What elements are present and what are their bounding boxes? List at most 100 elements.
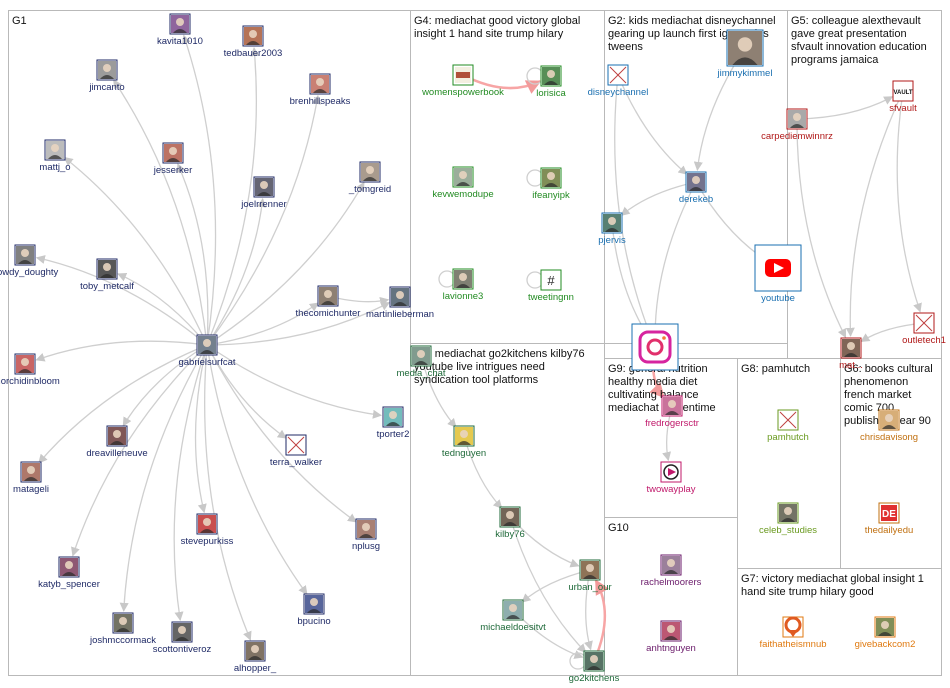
node-youtube[interactable]: youtube xyxy=(754,244,802,304)
node-gabrielsurfcat[interactable]: gabrielsurfcat xyxy=(178,334,236,368)
node-dreavilleneuve[interactable]: dreavilleneuve xyxy=(86,425,148,459)
avatar-photo-glyph xyxy=(386,422,400,426)
node-label: anhtnguyen xyxy=(646,643,696,654)
avatar-photo-glyph xyxy=(203,339,211,347)
group-title-line: programs jamaica xyxy=(791,54,879,66)
node-stevepurkiss[interactable]: stevepurkiss xyxy=(181,513,234,547)
avatar-photo-glyph xyxy=(62,572,76,576)
node-thecomichunter[interactable]: thecomichunter xyxy=(296,285,361,319)
group-panel-g7 xyxy=(737,568,942,676)
node-faithatheismnub[interactable]: faithatheismnub xyxy=(759,616,827,650)
node-twowayplay[interactable]: twowayplay xyxy=(646,461,696,495)
node-derekeb[interactable]: derekeb xyxy=(679,171,713,205)
node-tedbauer2003[interactable]: tedbauer2003 xyxy=(224,25,283,59)
node-tporter2[interactable]: tporter2 xyxy=(377,406,410,440)
group-title-g8: G8: pamhutch xyxy=(741,363,810,375)
avatar-de-glyph xyxy=(881,505,897,521)
node-kavita1010[interactable]: kavita1010 xyxy=(157,13,203,47)
node-carpediemwinnrz[interactable]: carpediemwinnrz xyxy=(761,108,833,142)
avatar-photo-glyph xyxy=(173,29,187,33)
avatar-photo-glyph xyxy=(178,626,186,634)
node-outletech1[interactable]: outletech1 xyxy=(902,312,946,346)
node-bpucino[interactable]: bpucino xyxy=(297,593,331,627)
node-chrisdavisong[interactable]: chrisdavisong xyxy=(860,409,918,443)
node-nplusg[interactable]: nplusg xyxy=(352,518,380,552)
node-kevwemodupe[interactable]: kevwemodupe xyxy=(432,166,494,200)
node-label: martinlieberman xyxy=(366,309,434,320)
node-label: nplusg xyxy=(352,541,380,552)
node-michaeldoesitvt[interactable]: michaeldoesitvt xyxy=(480,599,546,633)
node-media_chat[interactable]: media_chat xyxy=(396,345,446,379)
node-celeb_studies[interactable]: celeb_studies xyxy=(759,502,817,536)
group-title-line: G6: books cultural xyxy=(844,363,933,375)
node-mattj_o[interactable]: mattj_o xyxy=(39,139,71,173)
edge-gabrielsurfcat-dreavilleneuve xyxy=(122,344,208,427)
node-label: kavita1010 xyxy=(157,36,203,47)
edge-sfvault-outletech1 xyxy=(896,90,922,313)
node-rachelmoorers[interactable]: rachelmoorers xyxy=(641,554,702,588)
node-matageli[interactable]: matageli xyxy=(13,461,49,495)
avatar-photo-glyph xyxy=(103,64,111,72)
avatar-photo-glyph xyxy=(203,518,211,526)
edge-gabrielsurfcat-kavita1010 xyxy=(182,34,217,346)
group-panel-g10 xyxy=(604,517,738,676)
node-toby_metcalf[interactable]: toby_metcalf xyxy=(80,258,134,292)
edge-derekeb-instagram xyxy=(650,181,697,336)
node-katyb_spencer[interactable]: katyb_spencer xyxy=(38,556,100,590)
node-martinlieberman[interactable]: martinlieberman xyxy=(366,286,434,320)
node-jimcanto[interactable]: jimcanto xyxy=(88,59,125,93)
node-womenspowerbook[interactable]: womenspowerbook xyxy=(421,64,504,98)
node-brenhillspeaks[interactable]: brenhillspeaks xyxy=(290,73,351,107)
avatar-photo-glyph xyxy=(65,561,73,569)
node-lorisica[interactable]: lorisica xyxy=(536,65,566,99)
node-joshmccormack[interactable]: joshmccormack xyxy=(89,612,156,646)
node-anhtnguyen[interactable]: anhtnguyen xyxy=(646,620,696,654)
avatar-photo-glyph xyxy=(506,615,520,619)
node-fredrogersctr[interactable]: fredrogersctr xyxy=(645,395,699,429)
node-alhopper_[interactable]: alhopper_ xyxy=(234,640,277,674)
avatar-photo-glyph xyxy=(547,70,555,78)
node-instagram[interactable] xyxy=(631,323,679,371)
avatar-photo-glyph xyxy=(417,350,425,358)
node-disneychannel[interactable]: disneychannel xyxy=(588,64,649,98)
avatar-photo-glyph xyxy=(116,628,130,632)
node-lavionne3[interactable]: lavionne3 xyxy=(443,268,484,302)
nodes-layer: kavita1010 tedbauer2003 jimcanto brenhillsp… xyxy=(0,13,946,684)
node-label: fredrogersctr xyxy=(645,418,699,429)
node-alexthevault[interactable]: mat... xyxy=(839,337,863,371)
node-pamhutch[interactable]: pamhutch xyxy=(767,409,809,443)
avatar-photo-glyph xyxy=(175,637,189,641)
node-howdy_doughty[interactable]: howdy_doughty xyxy=(0,244,59,278)
node-jimmykimmel[interactable]: jimmykimmel xyxy=(717,29,773,79)
node-label: stevepurkiss xyxy=(181,536,234,547)
node-ifeanyipk[interactable]: ifeanyipk xyxy=(532,167,570,201)
node-scottontiveroz[interactable]: scottontiveroz xyxy=(153,621,212,655)
avatar-photo-glyph xyxy=(169,147,177,155)
node-terra_walker[interactable]: terra_walker xyxy=(270,434,322,468)
avatar-photo-glyph xyxy=(456,284,470,288)
avatar-photo-glyph xyxy=(396,291,404,299)
node-jesserker[interactable]: jesserker xyxy=(153,142,193,176)
node-_tomgreid[interactable]: _tomgreid xyxy=(348,161,391,195)
avatar-photo-glyph xyxy=(882,425,896,429)
node-go2kitchens[interactable]: go2kitchens xyxy=(569,650,620,684)
avatar-photo-large-glyph xyxy=(737,37,753,52)
node-joelrrenner[interactable]: joelrrenner xyxy=(240,176,287,210)
avatar-photo-glyph xyxy=(664,636,678,640)
node-kilby76[interactable]: kilby76 xyxy=(495,506,525,540)
node-urban_our[interactable]: urban_our xyxy=(568,559,612,593)
avatar-photo-glyph xyxy=(307,609,321,613)
node-tednguyen[interactable]: tednguyen xyxy=(442,425,486,459)
avatar-photo-glyph xyxy=(414,361,428,365)
avatar-photo-glyph xyxy=(200,350,214,354)
node-tweetingnn[interactable]: #tweetingnn xyxy=(528,269,574,303)
avatar-de-glyph: DE xyxy=(882,509,896,520)
node-anorchidinbloom[interactable]: anorchidinbloom xyxy=(0,353,60,387)
node-pjervis[interactable]: pjervis xyxy=(598,212,626,246)
avatar-vault-glyph: VAULT xyxy=(893,90,912,96)
node-label: jimmykimmel xyxy=(717,68,773,79)
node-givebackcom2[interactable]: givebackcom2 xyxy=(855,616,916,650)
